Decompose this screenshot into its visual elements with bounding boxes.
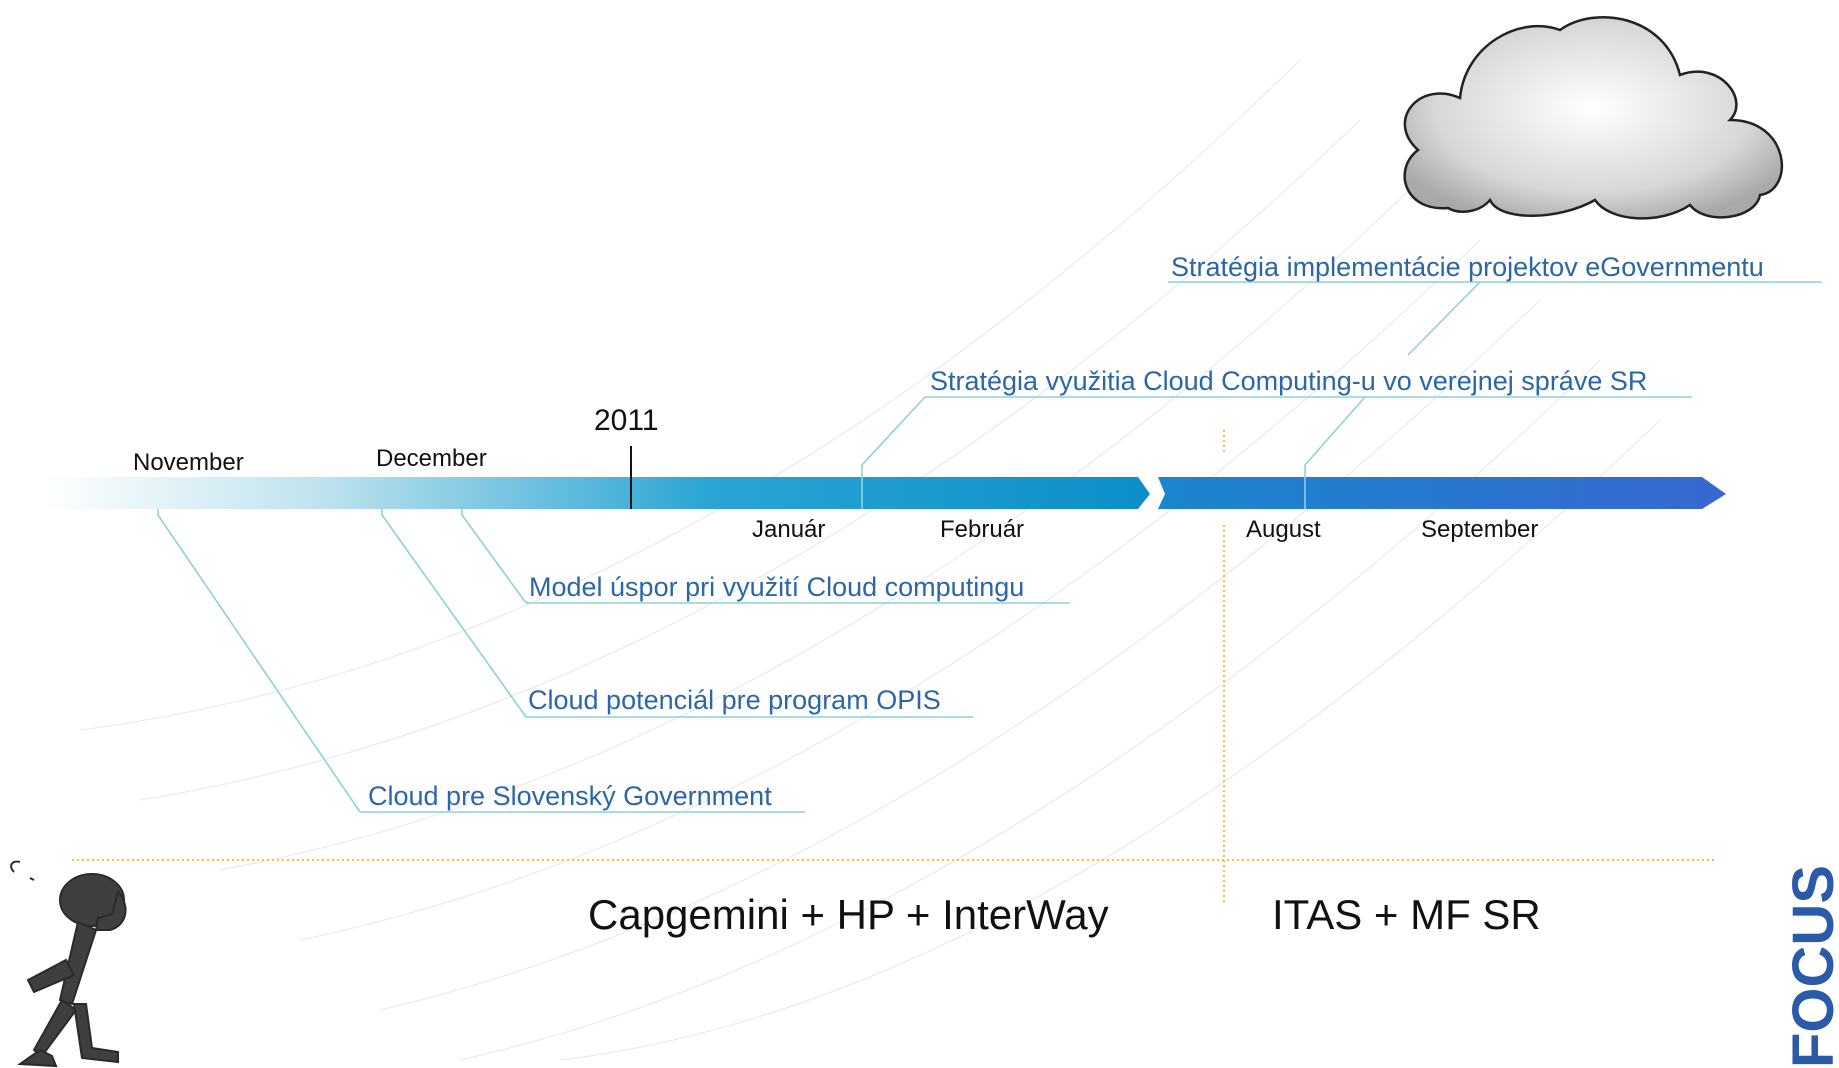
month-label-december: December bbox=[376, 445, 487, 472]
phase-label-right: ITAS + MF SR bbox=[1272, 891, 1541, 938]
month-label-januar: Január bbox=[752, 516, 825, 543]
event-underlines bbox=[360, 281, 1822, 813]
month-label-februar: Február bbox=[940, 516, 1024, 543]
timeline-arrow bbox=[42, 477, 1726, 509]
event-strategy-egov: Stratégia implementácie projektov eGover… bbox=[1171, 252, 1764, 282]
phase-divider bbox=[72, 430, 1715, 905]
month-label-november: November bbox=[133, 449, 244, 476]
event-opis-potential: Cloud potenciál pre program OPIS bbox=[528, 685, 941, 715]
event-slovak-gov: Cloud pre Slovenský Government bbox=[368, 781, 772, 811]
year-label: 2011 bbox=[594, 404, 659, 437]
month-label-august: August bbox=[1246, 516, 1321, 543]
leader-lines bbox=[157, 281, 1481, 813]
event-savings-model: Model úspor pri využití Cloud computingu bbox=[529, 572, 1024, 602]
logo-text: FOCUS bbox=[1781, 865, 1839, 1068]
thinking-figure-icon bbox=[10, 860, 127, 1068]
cloud-icon bbox=[1403, 16, 1784, 220]
month-label-september: September bbox=[1421, 516, 1538, 543]
logo: FOCUS bbox=[1781, 865, 1839, 1068]
event-strategy-cloud: Stratégia využitia Cloud Computing-u vo … bbox=[930, 366, 1647, 396]
phase-label-left: Capgemini + HP + InterWay bbox=[588, 891, 1109, 938]
